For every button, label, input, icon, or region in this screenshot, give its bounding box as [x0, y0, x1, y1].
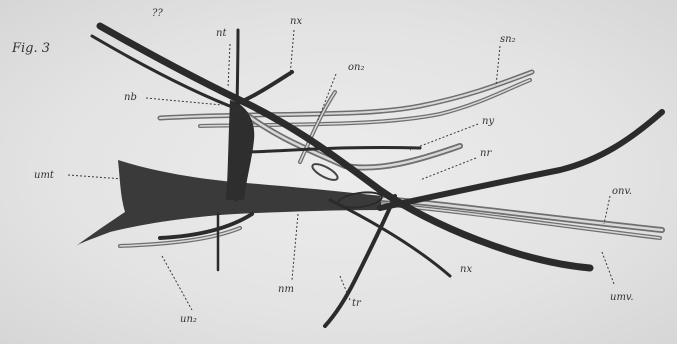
- light-nerves: [120, 72, 662, 246]
- label-nm: nm: [278, 284, 294, 295]
- label-nb: nb: [124, 92, 137, 103]
- nerve-sn2: [160, 72, 532, 118]
- label-umt: umt: [34, 170, 55, 181]
- nerve-nx-top: [236, 72, 292, 104]
- label-on2: on₂: [348, 62, 364, 73]
- label-sn2: sn₂: [500, 34, 516, 45]
- nerve-nr-upper: [250, 147, 420, 152]
- label-nt: nt: [216, 28, 227, 39]
- label-onv: onv.: [612, 186, 632, 197]
- figure-label: Fig. 3: [11, 41, 50, 56]
- label-nx-top: nx: [290, 16, 302, 27]
- label-ny: ny: [482, 116, 494, 127]
- nerve-nb: [92, 36, 240, 110]
- label-nx-bottom: nx: [460, 264, 472, 275]
- labels: Fig. 3 ?? nt nx on₂ sn₂ nb ny umt nr onv…: [11, 8, 634, 325]
- label-nr: nr: [480, 148, 492, 159]
- label-tr: tr: [352, 298, 362, 309]
- label-umv: umv.: [610, 292, 634, 303]
- label-q: ??: [152, 8, 163, 19]
- label-un2: un₂: [180, 314, 197, 325]
- dark-nerves: [76, 26, 662, 326]
